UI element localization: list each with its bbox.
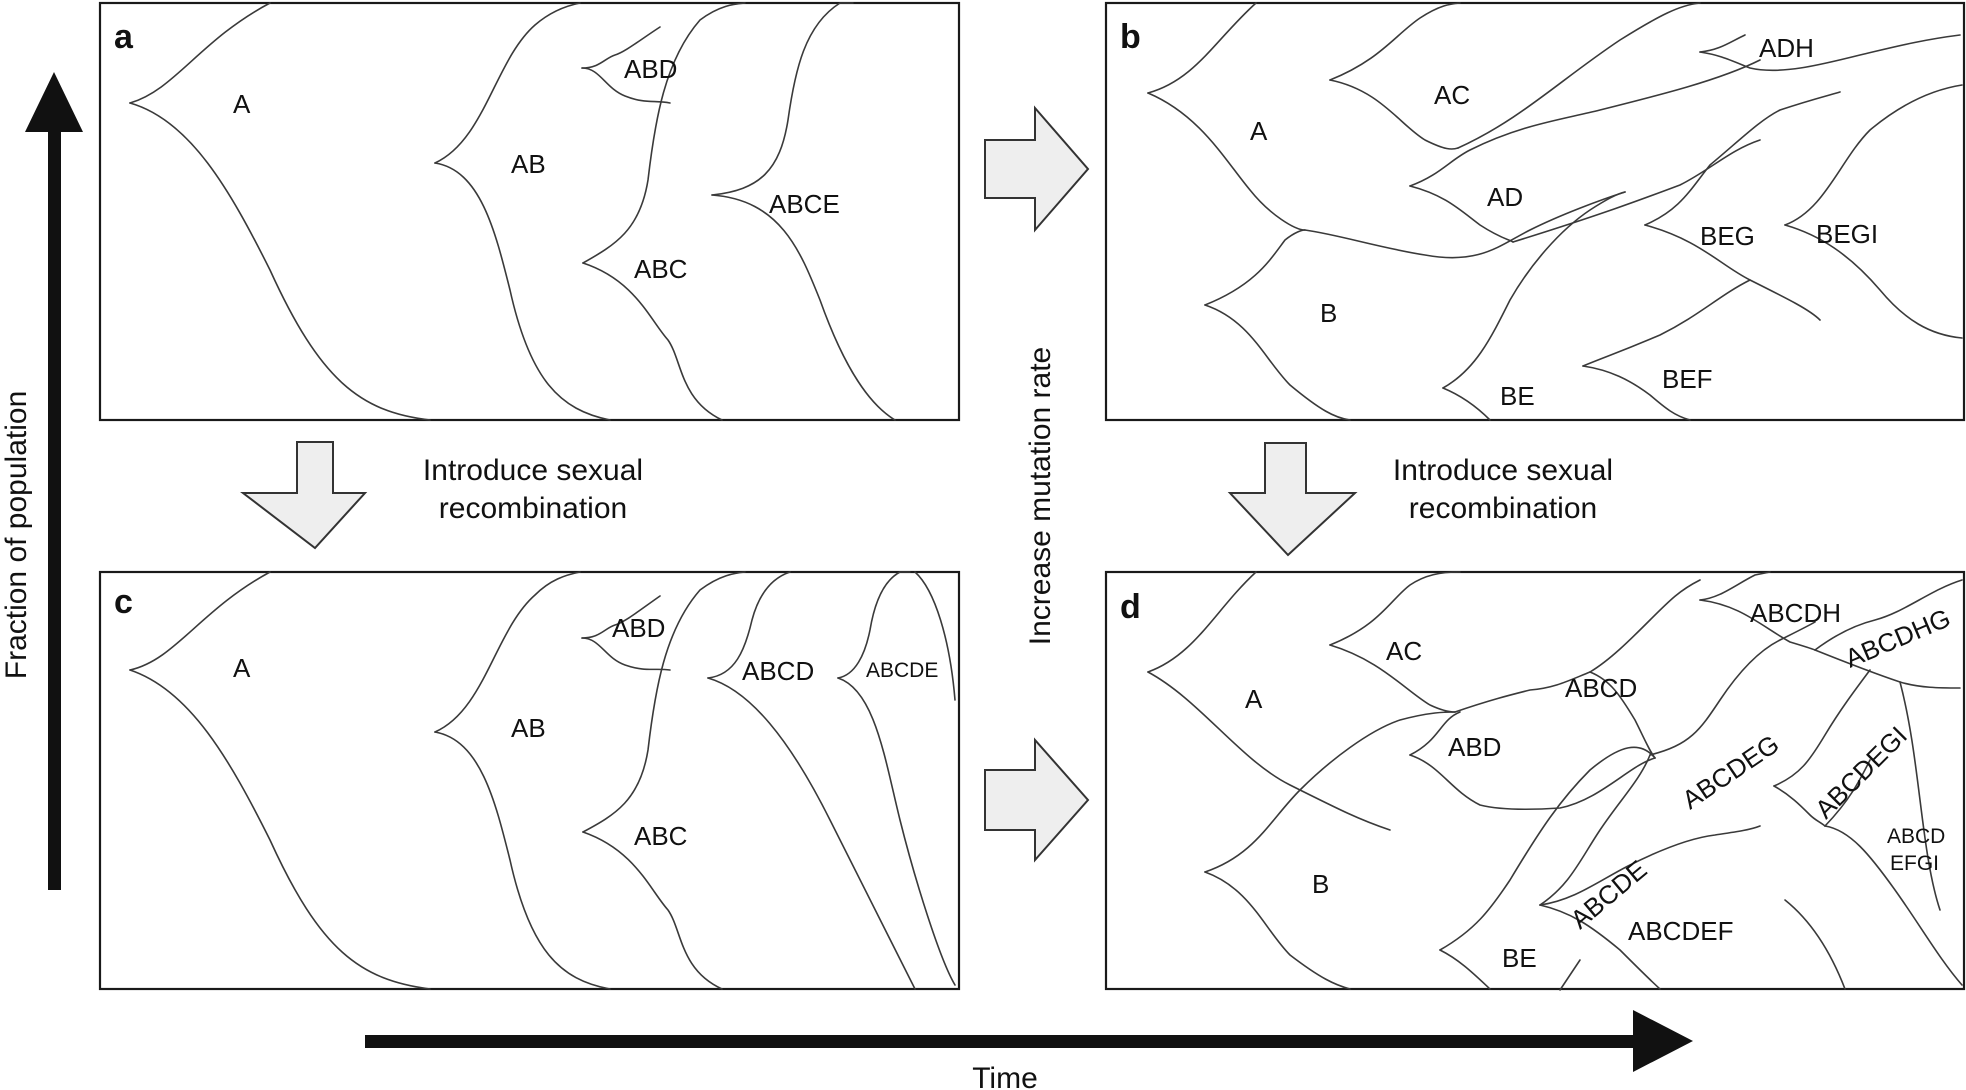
panel-b: b A AC ADH AD BEG B [1104, 1, 1966, 422]
recombination-caption-right-line1: Introduce sexual [1393, 454, 1613, 487]
genotype-label: ABCDH [1750, 598, 1841, 628]
arrow-right-bottom [984, 737, 1090, 863]
recombination-caption-right-line2: recombination [1409, 492, 1597, 525]
x-axis-arrow [365, 1010, 1693, 1072]
genotype-label: AB [511, 713, 546, 743]
genotype-label: AB [511, 149, 546, 179]
panel-c-frame [98, 570, 961, 991]
panel-d-frame [1104, 570, 1966, 991]
panel-b-lineage-curves [1147, 2, 1963, 421]
genotype-label: A [233, 653, 251, 683]
genotype-label: AD [1487, 182, 1523, 212]
panel-a: a A AB ABD ABC ABCE [98, 1, 961, 422]
genotype-label: AC [1386, 636, 1422, 666]
panel-c: c A AB ABD ABC ABCD ABCDE [98, 570, 961, 991]
panel-c-letter: c [114, 583, 133, 621]
mutation-rate-caption: Increase mutation rate [1024, 347, 1057, 646]
genotype-label: ABCDEF [1628, 916, 1733, 946]
recombination-caption-left-line1: Introduce sexual [423, 454, 643, 487]
genotype-label: ABD [624, 54, 677, 84]
panel-d-letter: d [1120, 588, 1141, 626]
arrow-down-left [240, 441, 368, 550]
x-axis-label: Time [972, 1062, 1038, 1090]
genotype-label: ABCE [769, 189, 840, 219]
panel-b-letter: b [1120, 18, 1141, 56]
genotype-label: A [233, 89, 251, 119]
panel-a-lineage-curves [129, 2, 896, 421]
panel-a-letter: a [114, 18, 134, 56]
y-axis-label: Fraction of population [0, 391, 33, 680]
arrow-right-top [984, 105, 1090, 233]
genotype-label: AC [1434, 80, 1470, 110]
genotype-label: ABD [612, 613, 665, 643]
genotype-label: ABCD [742, 656, 814, 686]
panel-d-lineage-curves [1147, 571, 1963, 991]
panel-d: d [1104, 570, 1966, 991]
genotype-label: EFGI [1890, 852, 1939, 875]
genotype-label: ADH [1759, 33, 1814, 63]
arrow-down-right [1227, 442, 1358, 557]
genotype-label: A [1250, 116, 1268, 146]
genotype-label: ABC [634, 821, 687, 851]
genotype-label: BEG [1700, 221, 1755, 251]
genotype-label: BEGI [1816, 219, 1878, 249]
genotype-label: A [1245, 684, 1263, 714]
panel-c-lineage-curves [129, 571, 956, 990]
genotype-label: ABCDE [866, 659, 938, 682]
genotype-label: BE [1502, 943, 1537, 973]
y-axis-arrow [25, 72, 83, 890]
recombination-caption-left-line2: recombination [439, 492, 627, 525]
genotype-label: B [1312, 869, 1329, 899]
genotype-label: BE [1500, 381, 1535, 411]
genotype-label: ABD [1448, 732, 1501, 762]
genotype-label: ABC [634, 254, 687, 284]
panel-b-frame [1104, 1, 1966, 422]
genotype-label: BEF [1662, 364, 1713, 394]
genotype-label: B [1320, 298, 1337, 328]
genotype-label: ABCD [1565, 673, 1637, 703]
genotype-label: ABCD [1887, 825, 1945, 848]
